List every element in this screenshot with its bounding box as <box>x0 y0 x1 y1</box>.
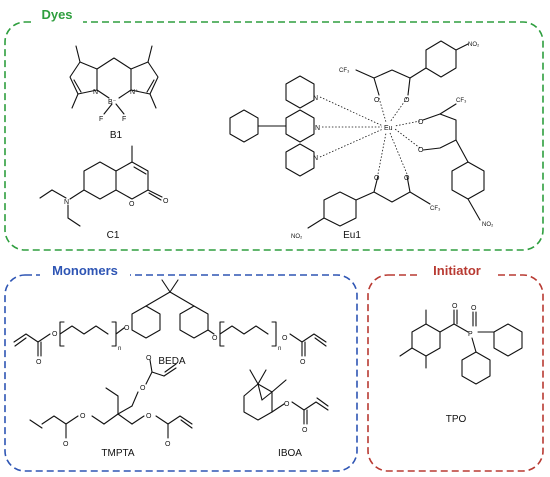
b1-atom-f2: F <box>122 116 126 123</box>
beda-atom-o2: O <box>52 331 58 338</box>
eu1-atom-eu: Eu <box>384 125 393 132</box>
beda-atom-o4: O <box>212 335 218 342</box>
eu1-cf3-bottom: CF₃ <box>430 206 441 212</box>
initiator-title-bg <box>420 262 494 280</box>
b1-structure: N N⁺ B⁻ F F <box>69 45 159 123</box>
eu1-no2-top: NO₂ <box>468 42 480 48</box>
dyes-title-bg <box>31 6 83 24</box>
eu1-atom-n2: N <box>315 125 320 132</box>
tmpta-atom-o4: O <box>63 441 69 448</box>
tpo-label: TPO <box>446 414 467 425</box>
tpo-structure: O P O <box>399 303 523 385</box>
beda-atom-o3: O <box>124 325 130 332</box>
eu1-atom-o1: O <box>374 97 380 104</box>
tmpta-structure: O O O O O O <box>29 355 193 448</box>
tmpta-atom-o6: O <box>165 441 171 448</box>
eu1-label: Eu1 <box>343 230 361 241</box>
b1-atom-n: N <box>93 89 98 96</box>
monomers-title: Monomers <box>52 263 118 278</box>
tpo-atom-p: P <box>468 331 473 338</box>
c1-atom-n: N <box>64 199 69 206</box>
beda-atom-o5: O <box>282 335 288 342</box>
beda-subscript-left: n <box>118 346 121 352</box>
tmpta-atom-o1: O <box>140 385 146 392</box>
monomers-panel <box>4 274 358 472</box>
beda-atom-o6: O <box>300 359 306 366</box>
eu1-cf3-right: CF₃ <box>456 98 467 104</box>
c1-label: C1 <box>107 230 120 241</box>
b1-atom-f1: F <box>99 116 103 123</box>
c1-atom-o-carbonyl: O <box>163 198 169 205</box>
eu1-structure: N N N Eu O O CF₃ NO₂ O O CF₃ <box>229 40 494 240</box>
eu1-atom-o6: O <box>404 175 410 182</box>
eu1-atom-n1: N <box>313 95 318 102</box>
dyes-title: Dyes <box>41 7 72 22</box>
eu1-cf3-top: CF₃ <box>339 68 350 74</box>
tmpta-label: TMPTA <box>101 448 134 459</box>
monomers-title-bg <box>40 262 130 280</box>
beda-structure: O O n O O n O O <box>13 279 327 366</box>
tmpta-atom-o2: O <box>146 355 152 362</box>
b1-atom-b: B⁻ <box>108 99 117 106</box>
tpo-atom-o2: O <box>471 305 477 312</box>
iboa-label: IBOA <box>278 448 302 459</box>
eu1-atom-o2: O <box>404 97 410 104</box>
c1-structure: N O O <box>39 145 169 227</box>
eu1-atom-o4: O <box>418 147 424 154</box>
iboa-atom-o2: O <box>302 427 308 434</box>
eu1-atom-n3: N <box>313 155 318 162</box>
eu1-atom-o3: O <box>418 119 424 126</box>
beda-atom-o1: O <box>36 359 42 366</box>
iboa-atom-o1: O <box>284 401 290 408</box>
b1-label: B1 <box>110 130 123 141</box>
dyes-panel <box>4 21 544 251</box>
eu1-no2-right: NO₂ <box>482 222 494 228</box>
eu1-no2-bottom: NO₂ <box>291 234 303 240</box>
iboa-structure: O O <box>243 369 329 434</box>
b1-atom-nplus: N⁺ <box>130 89 139 96</box>
tpo-atom-o1: O <box>452 303 458 310</box>
eu1-atom-o5: O <box>374 175 380 182</box>
c1-atom-o-ring: O <box>129 201 135 208</box>
tmpta-atom-o5: O <box>146 413 152 420</box>
tmpta-atom-o3: O <box>80 413 86 420</box>
beda-subscript-right: n <box>278 346 281 352</box>
beda-label: BEDA <box>158 356 186 367</box>
initiator-title: Initiator <box>433 263 481 278</box>
